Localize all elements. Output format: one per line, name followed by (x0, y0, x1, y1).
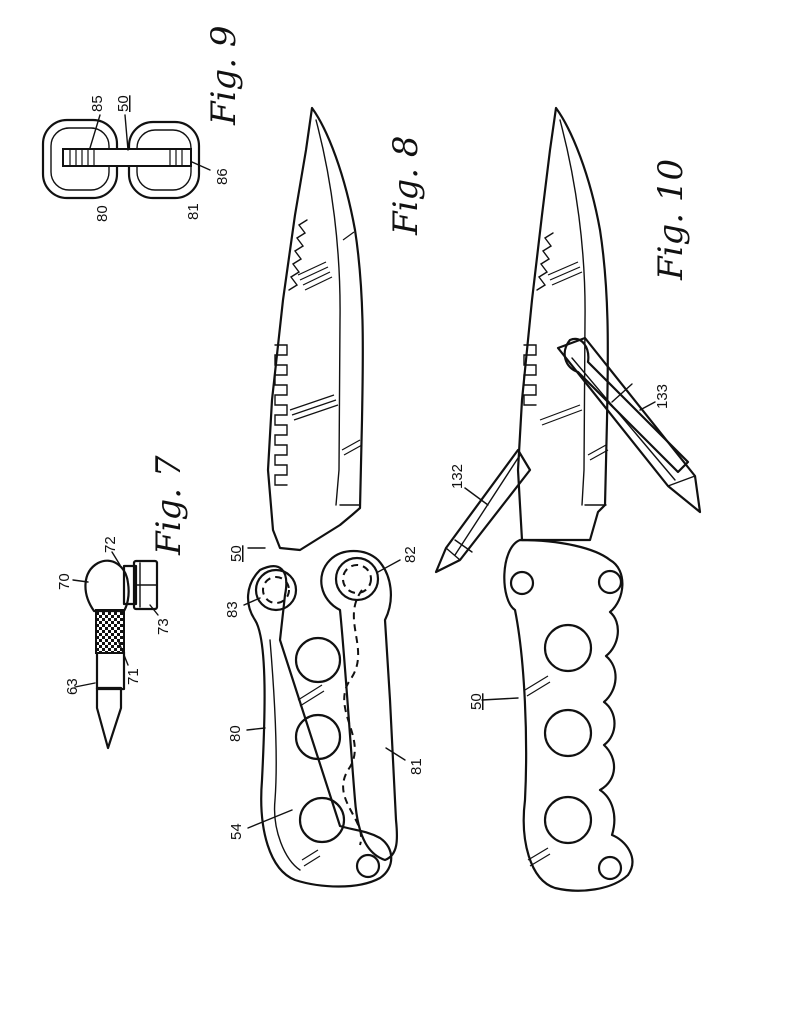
fig9-ref-80: 80 (94, 205, 111, 222)
fig10-pencil-133 (556, 336, 702, 514)
fig7-title: Fig. 7 (149, 455, 189, 556)
fig9-drawing: Fig. 9 50 85 80 81 86 (41, 26, 244, 222)
fig10-pivot-hole-left (509, 570, 535, 596)
fig8-hidden-blade-edge (342, 589, 363, 846)
fig10-finger-hole-2 (543, 708, 593, 758)
fig8-ref-81: 81 (408, 758, 425, 775)
fig10-ref-133: 133 (654, 384, 671, 409)
fig9-ref-85: 85 (89, 95, 106, 112)
fig8-finger-hole-3 (298, 796, 346, 844)
fig10-pivot-hole-right (597, 569, 623, 595)
fig10-lanyard-hole (597, 855, 623, 881)
fig8-pivot-83 (254, 568, 298, 612)
fig9-ref-50: 50 (115, 95, 132, 112)
fig8-ref-80: 80 (227, 725, 244, 742)
svg-text:Fig. 8: Fig. 8 (386, 136, 426, 236)
fig8-ref-54: 54 (228, 823, 245, 840)
fig8-handle-80 (247, 565, 393, 888)
fig8-handle-81 (320, 549, 399, 862)
fig7-ref-72: 72 (102, 536, 119, 553)
fig7-cap-70 (84, 559, 130, 613)
fig10-handle (503, 538, 634, 892)
fig10-drawing: Fig. 10 50 132 133 (434, 106, 702, 892)
fig8-blade (266, 106, 364, 552)
fig7-pencil-tip (95, 686, 123, 750)
fig9-ref-86: 86 (214, 168, 231, 185)
fig9-title: Fig. 9 (204, 26, 244, 126)
fig10-ref-132: 132 (449, 464, 466, 489)
fig7-ref-70: 70 (56, 573, 73, 590)
svg-text:Fig. 10: Fig. 10 (651, 159, 691, 281)
fig8-drawing: Fig. 8 50 83 80 54 82 81 (224, 106, 426, 888)
fig8-ref-50: 50 (228, 545, 245, 562)
fig10-finger-hole-3 (543, 795, 593, 845)
fig8-finger-hole-1 (294, 636, 342, 684)
fig9-ref-81: 81 (185, 203, 202, 220)
fig7-ref-63: 63 (64, 678, 81, 695)
fig10-ref-50: 50 (468, 693, 485, 710)
fig8-ref-83: 83 (224, 601, 241, 618)
fig10-blade (516, 106, 609, 542)
fig8-pivot-82 (334, 556, 380, 602)
svg-text:Fig. 9: Fig. 9 (204, 26, 244, 126)
fig8-ref-82: 82 (402, 546, 419, 563)
fig7-pencil-body (95, 650, 126, 691)
fig10-finger-hole-1 (543, 623, 593, 673)
fig9-pivot-bar (62, 148, 192, 167)
fig7-ref-73: 73 (155, 618, 172, 635)
fig10-title: Fig. 10 (651, 159, 691, 281)
fig8-title: Fig. 8 (386, 136, 426, 236)
fig8-lanyard-hole (355, 853, 381, 879)
fig7-knurled-grip (95, 609, 125, 654)
fig8-finger-hole-2 (294, 713, 342, 761)
svg-text:Fig. 7: Fig. 7 (149, 455, 189, 556)
fig7-ref-71: 71 (125, 668, 142, 685)
fig7-drawing: Fig. 7 63 70 71 72 73 (56, 455, 189, 750)
